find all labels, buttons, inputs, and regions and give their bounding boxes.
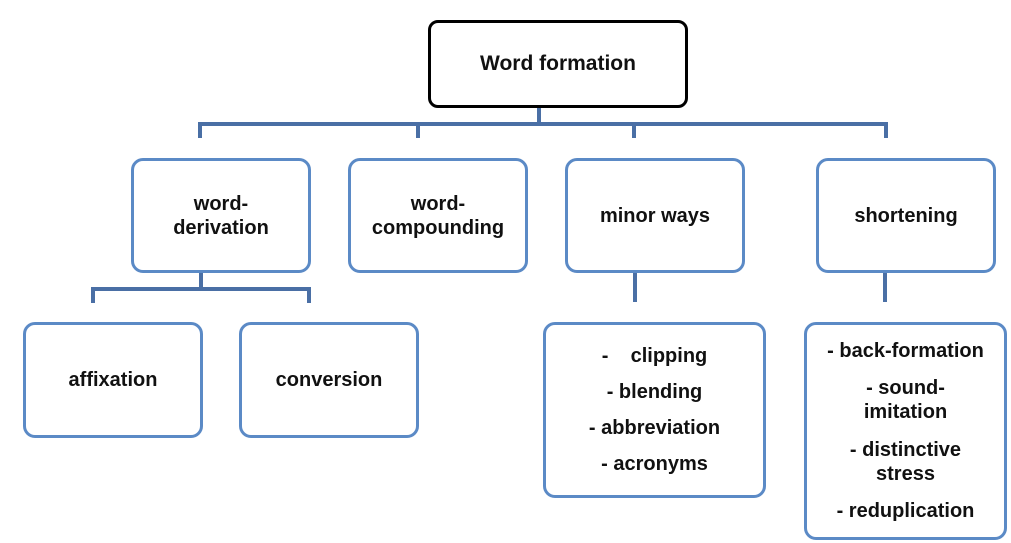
node-label-line: compounding — [371, 216, 505, 239]
node-label-line: word- — [410, 192, 466, 215]
node-label-line: minor ways — [599, 204, 711, 227]
list-item: - distinctive stress — [850, 438, 961, 486]
list-item-line: - distinctive — [849, 438, 962, 461]
connector-minor-to-list — [633, 256, 637, 302]
node-minor-ways-list: - clipping - blending - abbreviation - a… — [543, 322, 766, 498]
node-label-line: derivation — [173, 216, 269, 239]
node-label-line: shortening — [854, 204, 958, 227]
node-shortening: shortening — [816, 158, 996, 273]
list-item-line: - sound- — [866, 377, 945, 400]
connector-drop-affixation — [91, 287, 95, 303]
node-shortening-list: - back-formation - sound- imitation - di… — [804, 322, 1007, 540]
node-label: affixation — [68, 369, 158, 391]
connector-derivation-bar — [91, 287, 311, 291]
connector-level1-bar — [198, 122, 888, 126]
node-label: conversion — [275, 369, 383, 391]
list-item: - clipping — [601, 345, 708, 367]
root-node-word-formation: Word formation — [428, 20, 688, 108]
node-conversion: conversion — [239, 322, 419, 438]
list-item: - reduplication — [837, 499, 975, 523]
list-item-line: - reduplication — [836, 500, 975, 523]
connector-drop-shortening — [884, 122, 888, 138]
node-label-line: word- — [193, 192, 249, 215]
node-affixation: affixation — [23, 322, 203, 438]
list-item: - blending — [606, 381, 703, 403]
list-item: - acronyms — [601, 453, 708, 475]
root-label: Word formation — [480, 52, 636, 75]
list-item: - sound- imitation — [864, 376, 947, 424]
list-item-line: imitation — [863, 401, 948, 424]
connector-drop-compounding — [416, 122, 420, 138]
node-word-compounding: word- compounding — [348, 158, 528, 273]
list-item-line: - back-formation — [827, 339, 984, 362]
list-item: - back-formation — [827, 339, 984, 363]
connector-drop-conversion — [307, 287, 311, 303]
list-item-line: stress — [876, 462, 935, 485]
connector-drop-minor — [632, 122, 636, 138]
list-item: - abbreviation — [588, 417, 721, 439]
node-minor-ways: minor ways — [565, 158, 745, 273]
connector-drop-derivation — [198, 122, 202, 138]
connector-shortening-to-list — [883, 256, 887, 302]
node-word-derivation: word- derivation — [131, 158, 311, 273]
connector-derivation-trunk — [199, 258, 203, 290]
